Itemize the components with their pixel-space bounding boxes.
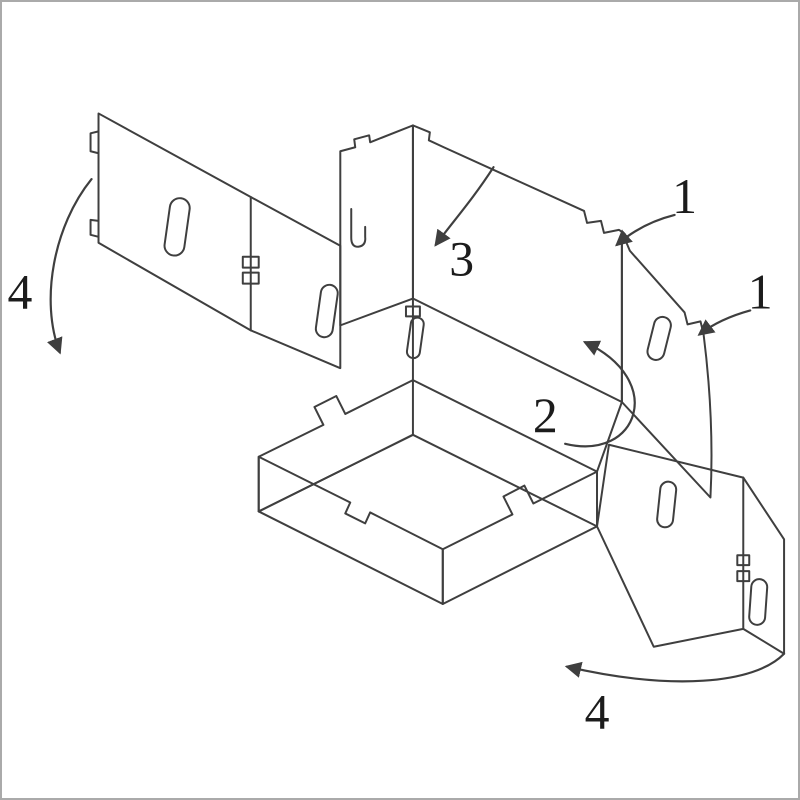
- callout-4-left: 4: [7, 264, 32, 319]
- fold-arrow-2: [564, 340, 636, 448]
- left-panel-outer-edge-tabs: [89, 130, 100, 238]
- bottom-right-flap: [596, 443, 745, 648]
- tray-floor-edges: [257, 433, 599, 528]
- callout-1-top: 1: [672, 169, 697, 224]
- fold-arrow-4-left: [47, 178, 93, 355]
- tray-front-left-wall: [257, 455, 444, 605]
- back-wall-slot: [405, 316, 425, 360]
- fold-tick: [404, 305, 421, 318]
- left-panel-inner-slot: [314, 283, 339, 339]
- left-panel-outer: [97, 112, 252, 332]
- callout-2: 2: [533, 388, 558, 443]
- fold-tick: [736, 554, 751, 567]
- bottom-right-end-flap: [742, 476, 786, 655]
- right-side-wall-slot: [646, 315, 672, 361]
- right-side-wall: [620, 230, 713, 499]
- fold-tick: [241, 271, 260, 285]
- box-left-face-hook-slot: [350, 207, 367, 248]
- lower-wall-edges: [411, 297, 623, 473]
- callout-3: 3: [449, 232, 474, 287]
- fold-arrow-1-top: [615, 213, 676, 247]
- bottom-right-flap-slot: [656, 480, 678, 529]
- back-wall-panel: [411, 124, 623, 403]
- callout-4-bottom: 4: [585, 684, 610, 739]
- fold-arrow-4-bottom: [564, 652, 786, 683]
- fold-tick: [736, 570, 751, 583]
- callout-1-right: 1: [748, 264, 773, 319]
- box-left-face: [339, 124, 414, 327]
- fold-arrow-3: [434, 166, 495, 247]
- tray-front-right-wall: [441, 470, 599, 605]
- fold-arrow-1-right: [697, 309, 752, 336]
- left-panel-outer-slot: [163, 197, 191, 257]
- left-panel-inner: [249, 196, 342, 370]
- end-flap-slot: [748, 578, 769, 626]
- fold-tick: [241, 255, 260, 269]
